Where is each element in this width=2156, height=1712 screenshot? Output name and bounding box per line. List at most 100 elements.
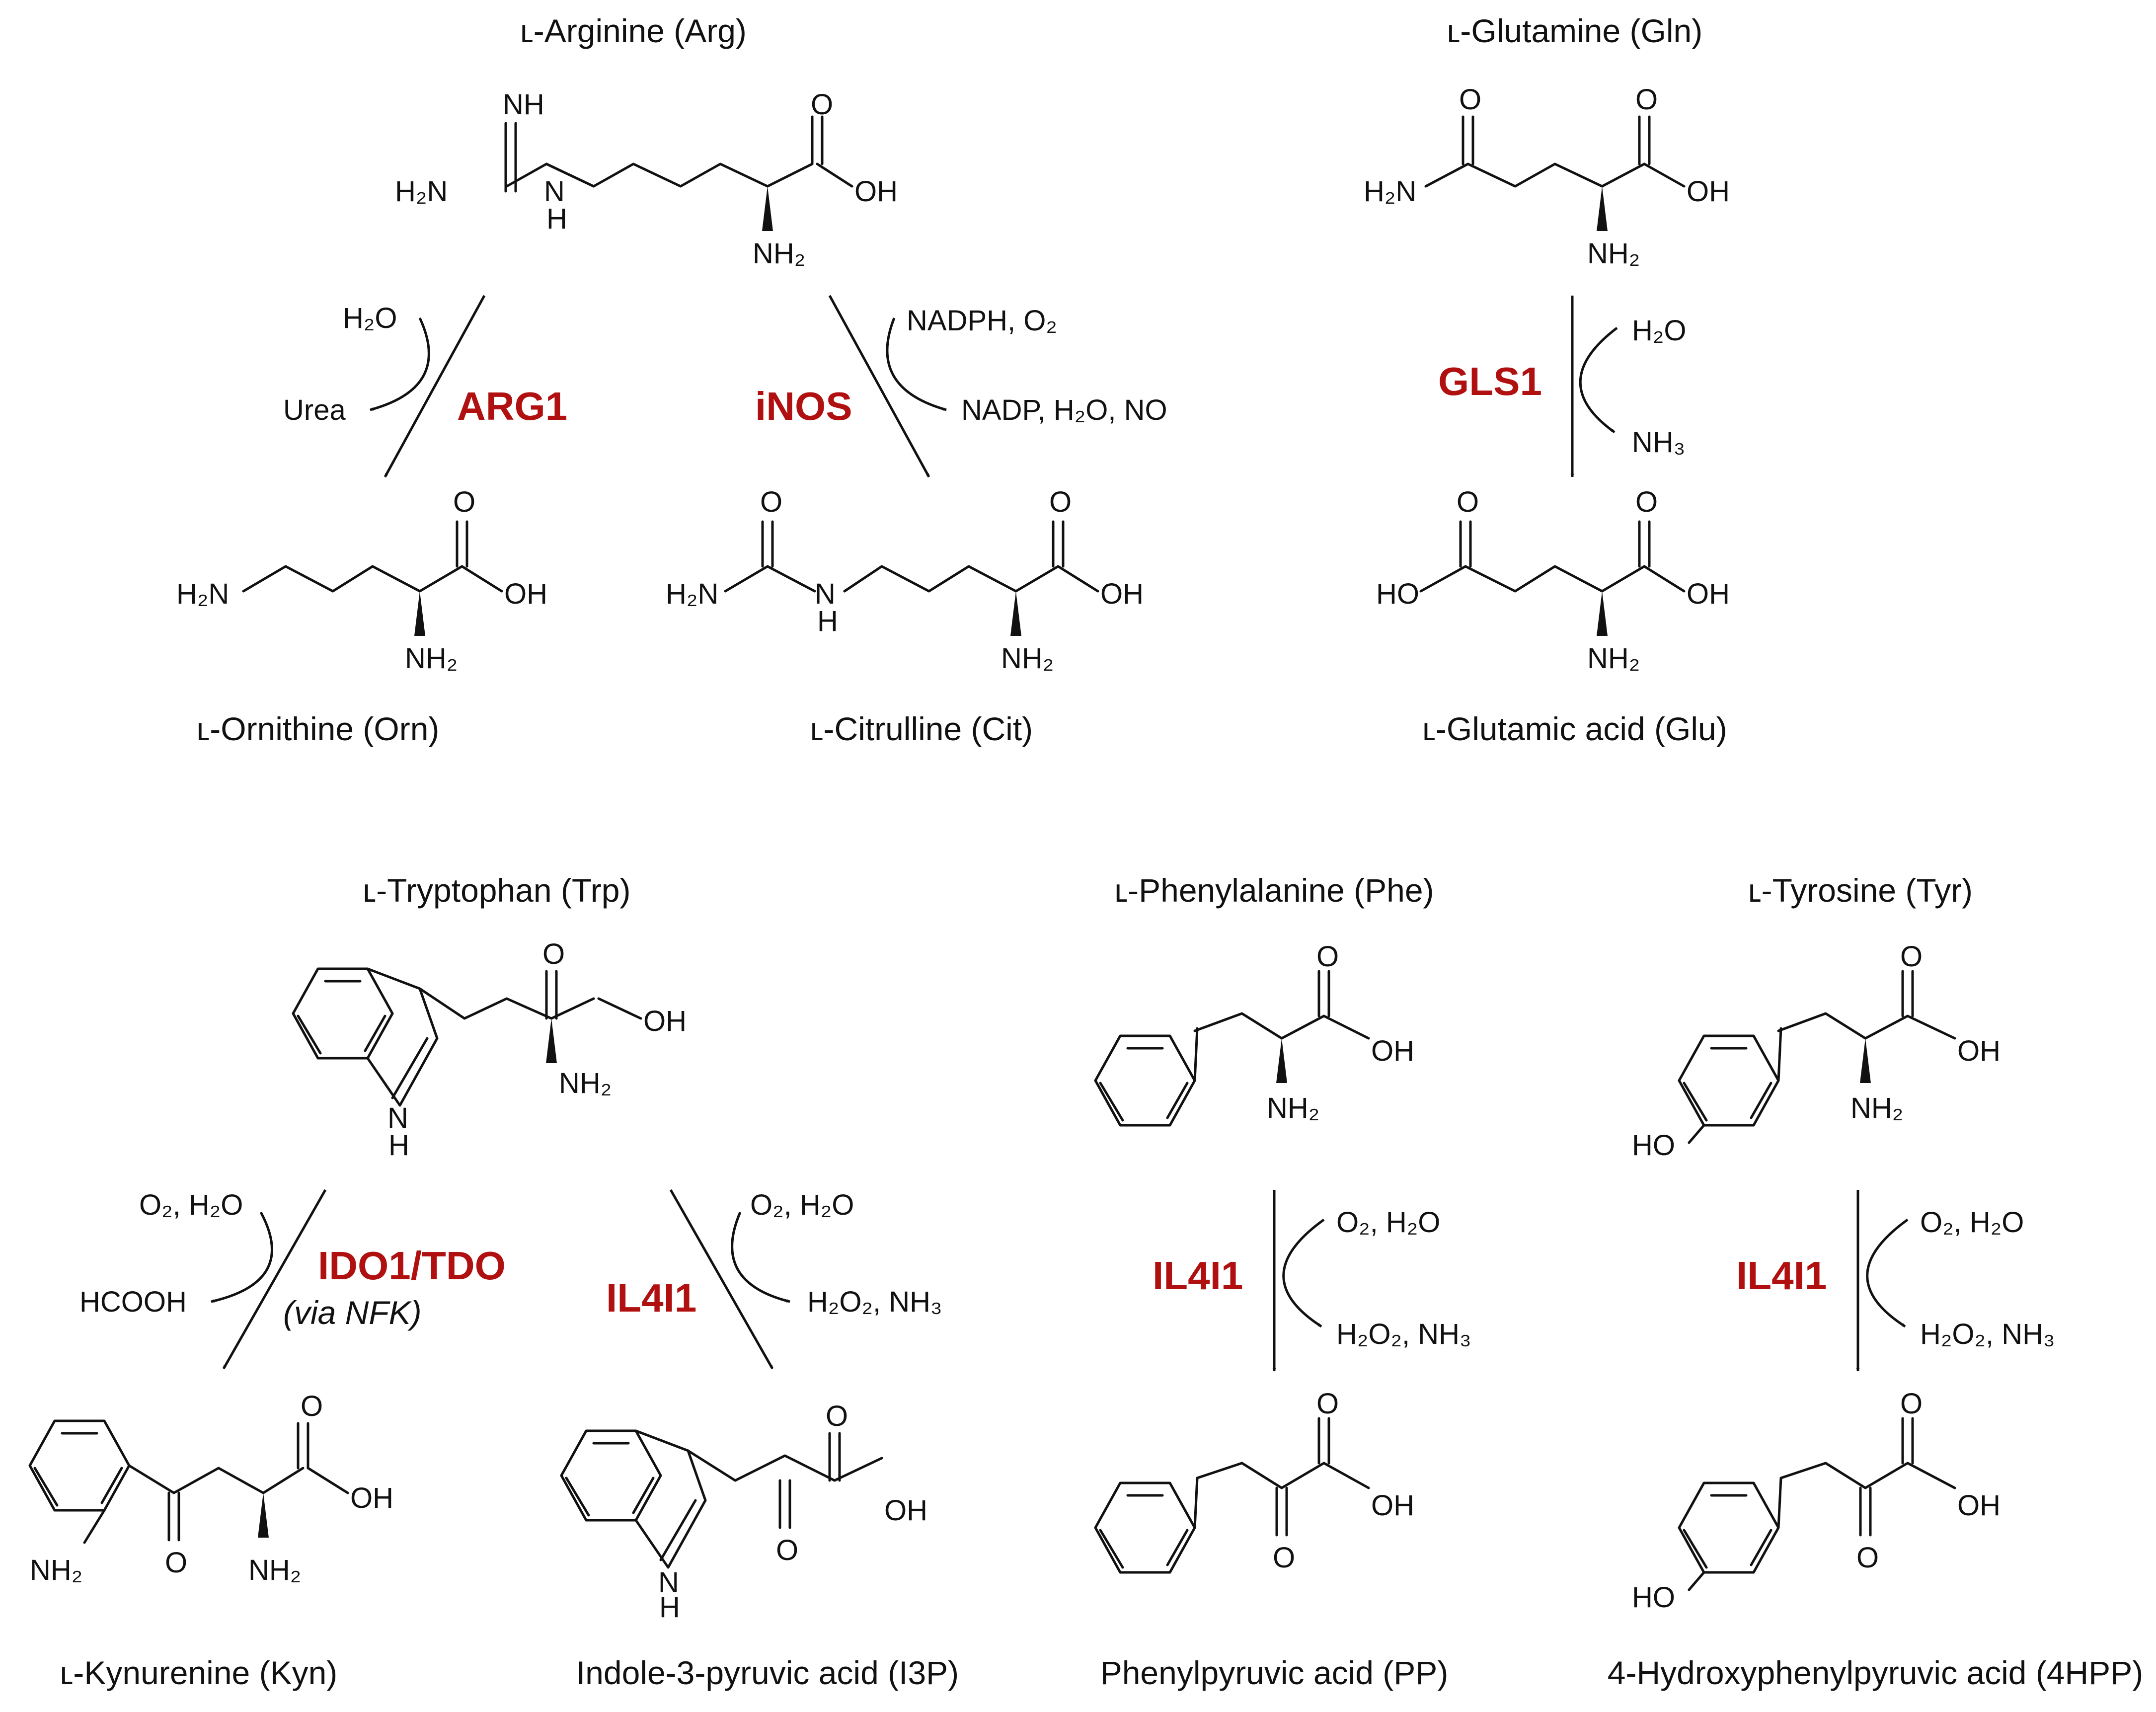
glutamic-oh-label: OH <box>1687 578 1730 610</box>
hpp-keto-o-label: O <box>1856 1542 1879 1574</box>
carbonyl-o-label: O <box>811 88 833 121</box>
glutamine-amine-label: H₂N <box>1364 175 1416 208</box>
ido-enzyme-label: IDO1/TDO <box>318 1244 506 1288</box>
arg1-reagent-out: Urea <box>283 394 346 426</box>
tyrosine-o-label: O <box>1900 940 1923 973</box>
hpp-name: 4-Hydroxyphenylpyruvic acid (4HPP) <box>1608 1654 2143 1691</box>
pp-oh-label: OH <box>1371 1489 1414 1522</box>
arg1-reagent-in: H₂O <box>343 302 397 334</box>
kynurenine-ketone-o-label: O <box>165 1547 187 1579</box>
tyrosine-nh2-label: NH₂ <box>1850 1092 1903 1124</box>
kynurenine-oh-label: OH <box>350 1482 393 1514</box>
i3p-oh-label: OH <box>884 1494 927 1527</box>
tryptophan-structure: N H O OH NH₂ <box>292 938 687 1162</box>
i3p-o-label: O <box>826 1400 848 1432</box>
i3p-n-label: N <box>658 1566 679 1599</box>
citrulline-structure: H₂N O N H O OH NH₂ <box>666 486 1144 675</box>
glutamine-name: ʟ-Glutamine (Gln) <box>1447 12 1702 49</box>
hpp-oh-label: OH <box>1957 1489 2001 1522</box>
tryptophan-h-label: H <box>388 1129 409 1162</box>
ornithine-name: ʟ-Ornithine (Orn) <box>197 710 440 747</box>
phenylalanine-oh-label: OH <box>1371 1035 1414 1067</box>
il4i1-phe-enzyme-label: IL4I1 <box>1153 1253 1243 1298</box>
inos-reagent-out: NADP, H₂O, NO <box>961 394 1167 426</box>
inos-reaction: NADPH, O₂ NADP, H₂O, NO iNOS <box>755 295 1167 478</box>
il4i1-phe-reaction: O₂, H₂O H₂O₂, NH₃ IL4I1 <box>1153 1190 1471 1372</box>
kynurenine-o-label: O <box>301 1390 323 1422</box>
glutamic-o1-label: O <box>1457 486 1479 518</box>
imino-n-label: N <box>544 175 565 208</box>
ornithine-nh2-label: NH₂ <box>405 642 458 675</box>
glutamic-nh2-label: NH₂ <box>1587 642 1640 675</box>
i3p-h-label: H <box>659 1591 680 1624</box>
imine-label: NH <box>503 88 544 121</box>
il4i1-tyr-reagent-in: O₂, H₂O <box>1920 1206 2024 1239</box>
arg1-reaction: H₂O Urea ARG1 <box>283 295 567 478</box>
hydroxyl-label: OH <box>854 175 898 208</box>
arg1-enzyme-label: ARG1 <box>457 384 567 428</box>
glutamine-amide-o-label: O <box>1459 83 1481 116</box>
i3p-name: Indole-3-pyruvic acid (I3P) <box>576 1654 959 1691</box>
il4i1-trp-reaction: O₂, H₂O H₂O₂, NH₃ IL4I1 <box>606 1189 942 1370</box>
alpha-amine-label: NH₂ <box>753 237 805 270</box>
il4i1-trp-reagent-out: H₂O₂, NH₃ <box>807 1286 942 1318</box>
hpp-ho-label: HO <box>1632 1581 1675 1614</box>
citrulline-amine-label: H₂N <box>666 578 718 610</box>
ornithine-amine-label: H₂N <box>176 578 229 610</box>
glutamic-o2-label: O <box>1635 486 1658 518</box>
il4i1-tyr-reagent-out: H₂O₂, NH₃ <box>1920 1318 2055 1350</box>
tryptophan-name: ʟ-Tryptophan (Trp) <box>363 872 631 909</box>
kynurenine-name: ʟ-Kynurenine (Kyn) <box>60 1654 338 1691</box>
kynurenine-aryl-nh2-label: NH₂ <box>30 1554 82 1586</box>
tyrosine-name: ʟ-Tyrosine (Tyr) <box>1748 872 1973 909</box>
il4i1-phe-reagent-in: O₂, H₂O <box>1336 1206 1440 1239</box>
glutamic-acid-structure: HO O O OH NH₂ <box>1376 486 1730 675</box>
kynurenine-structure: NH₂ O O OH NH₂ <box>28 1390 393 1586</box>
citrulline-n-label: N <box>815 578 836 610</box>
hpp-structure: HO O O OH <box>1632 1388 2001 1614</box>
tryptophan-nh2-label: NH₂ <box>559 1067 612 1099</box>
i3p-keto-o-label: O <box>776 1534 798 1566</box>
pp-keto-o-label: O <box>1273 1542 1295 1574</box>
gls1-reagent-out: NH₃ <box>1632 426 1685 459</box>
phenylalanine-o-label: O <box>1316 940 1339 973</box>
gls1-enzyme-label: GLS1 <box>1438 359 1542 403</box>
imino-h-label: H <box>546 203 567 235</box>
ido-reaction: O₂, H₂O HCOOH IDO1/TDO (via NFK) <box>79 1189 506 1370</box>
gls1-reagent-in: H₂O <box>1632 314 1687 347</box>
glutamine-nh2-label: NH₂ <box>1587 237 1640 270</box>
amine-label: H₂N <box>395 175 448 208</box>
ido-reagent-in: O₂, H₂O <box>139 1189 243 1221</box>
tyrosine-ho-label: HO <box>1632 1129 1675 1162</box>
il4i1-trp-enzyme-label: IL4I1 <box>606 1276 696 1320</box>
phenylalanine-nh2-label: NH₂ <box>1267 1092 1319 1124</box>
inos-reagent-in: NADPH, O₂ <box>907 305 1057 337</box>
glutamine-structure: H₂N O O OH NH₂ <box>1364 83 1730 270</box>
tyrosine-structure: HO O OH NH₂ <box>1632 940 2001 1162</box>
il4i1-tyr-enzyme-label: IL4I1 <box>1736 1253 1827 1298</box>
pp-o-label: O <box>1316 1388 1339 1420</box>
il4i1-phe-reagent-out: H₂O₂, NH₃ <box>1336 1318 1471 1350</box>
citrulline-urea-o-label: O <box>760 486 782 518</box>
gls1-reaction: H₂O NH₃ GLS1 <box>1438 296 1687 477</box>
glutamine-o-label: O <box>1635 83 1658 116</box>
tryptophan-o-label: O <box>542 938 565 970</box>
arginine-structure: NH H₂N N H O OH NH₂ <box>395 88 898 270</box>
ornithine-oh-label: OH <box>504 578 547 610</box>
kynurenine-nh2-label: NH₂ <box>248 1554 301 1586</box>
phenylpyruvic-acid-name: Phenylpyruvic acid (PP) <box>1100 1654 1449 1691</box>
i3p-structure: N H O O OH <box>560 1400 927 1624</box>
ido-note: (via NFK) <box>283 1294 422 1331</box>
phenylpyruvic-acid-structure: O O OH <box>1094 1388 1414 1574</box>
il4i1-trp-reagent-in: O₂, H₂O <box>750 1189 854 1221</box>
hpp-o-label: O <box>1900 1388 1923 1420</box>
citrulline-h-label: H <box>817 605 838 637</box>
il4i1-tyr-reaction: O₂, H₂O H₂O₂, NH₃ IL4I1 <box>1736 1190 2055 1372</box>
phenylalanine-name: ʟ-Phenylalanine (Phe) <box>1114 872 1434 909</box>
glutamine-oh-label: OH <box>1687 175 1730 208</box>
citrulline-name: ʟ-Citrulline (Cit) <box>810 710 1033 747</box>
tryptophan-oh-label: OH <box>643 1005 687 1037</box>
arginine-name: ʟ-Arginine (Arg) <box>520 12 747 49</box>
ornithine-o-label: O <box>453 486 475 518</box>
